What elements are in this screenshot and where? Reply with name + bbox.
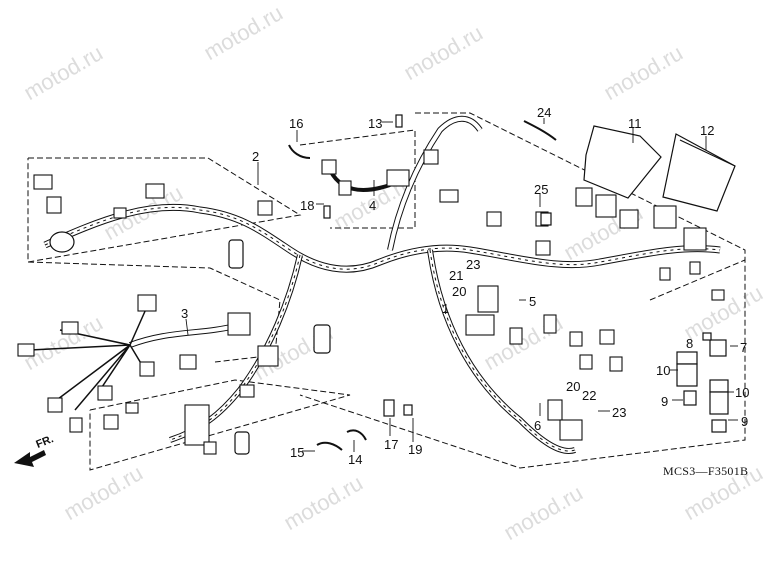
- callout-23[interactable]: 23: [466, 257, 481, 272]
- callout-4[interactable]: 4: [369, 198, 377, 213]
- callout-14[interactable]: 14: [348, 452, 363, 467]
- callout-3[interactable]: 3: [181, 306, 189, 321]
- callout-15[interactable]: 15: [290, 445, 305, 460]
- callout-10[interactable]: 10: [656, 363, 671, 378]
- callout-17[interactable]: 17: [384, 437, 399, 452]
- callout-18[interactable]: 18: [300, 198, 315, 213]
- callout-2[interactable]: 2: [252, 149, 260, 164]
- callout-9[interactable]: 9: [741, 414, 749, 429]
- callout-8[interactable]: 8: [686, 336, 694, 351]
- leader-lines: [185, 118, 738, 452]
- callout-21[interactable]: 21: [449, 268, 464, 283]
- callout-23[interactable]: 23: [612, 405, 627, 420]
- front-arrow-icon: [14, 450, 46, 467]
- callout-10[interactable]: 10: [735, 385, 750, 400]
- condensers: [49, 231, 331, 455]
- callout-11[interactable]: 11: [628, 116, 642, 131]
- callout-12[interactable]: 12: [700, 123, 715, 138]
- drawing-code: MCS3—F3501B: [663, 464, 749, 478]
- callout-6[interactable]: 6: [534, 418, 542, 433]
- callout-19[interactable]: 19: [408, 442, 423, 457]
- relays: [288, 114, 729, 451]
- callout-5[interactable]: 5: [529, 294, 537, 309]
- connectors: [17, 149, 725, 455]
- callout-22[interactable]: 22: [582, 388, 597, 403]
- callout-1[interactable]: 1: [442, 301, 450, 316]
- callout-13[interactable]: 13: [368, 116, 383, 131]
- callout-20[interactable]: 20: [566, 379, 581, 394]
- callout-20[interactable]: 20: [452, 284, 467, 299]
- callout-7[interactable]: 7: [740, 340, 748, 355]
- callout-9[interactable]: 9: [661, 394, 669, 409]
- ecu-units: [583, 125, 736, 212]
- callout-24[interactable]: 24: [537, 105, 552, 120]
- callout-25[interactable]: 25: [534, 182, 549, 197]
- callout-16[interactable]: 16: [289, 116, 304, 131]
